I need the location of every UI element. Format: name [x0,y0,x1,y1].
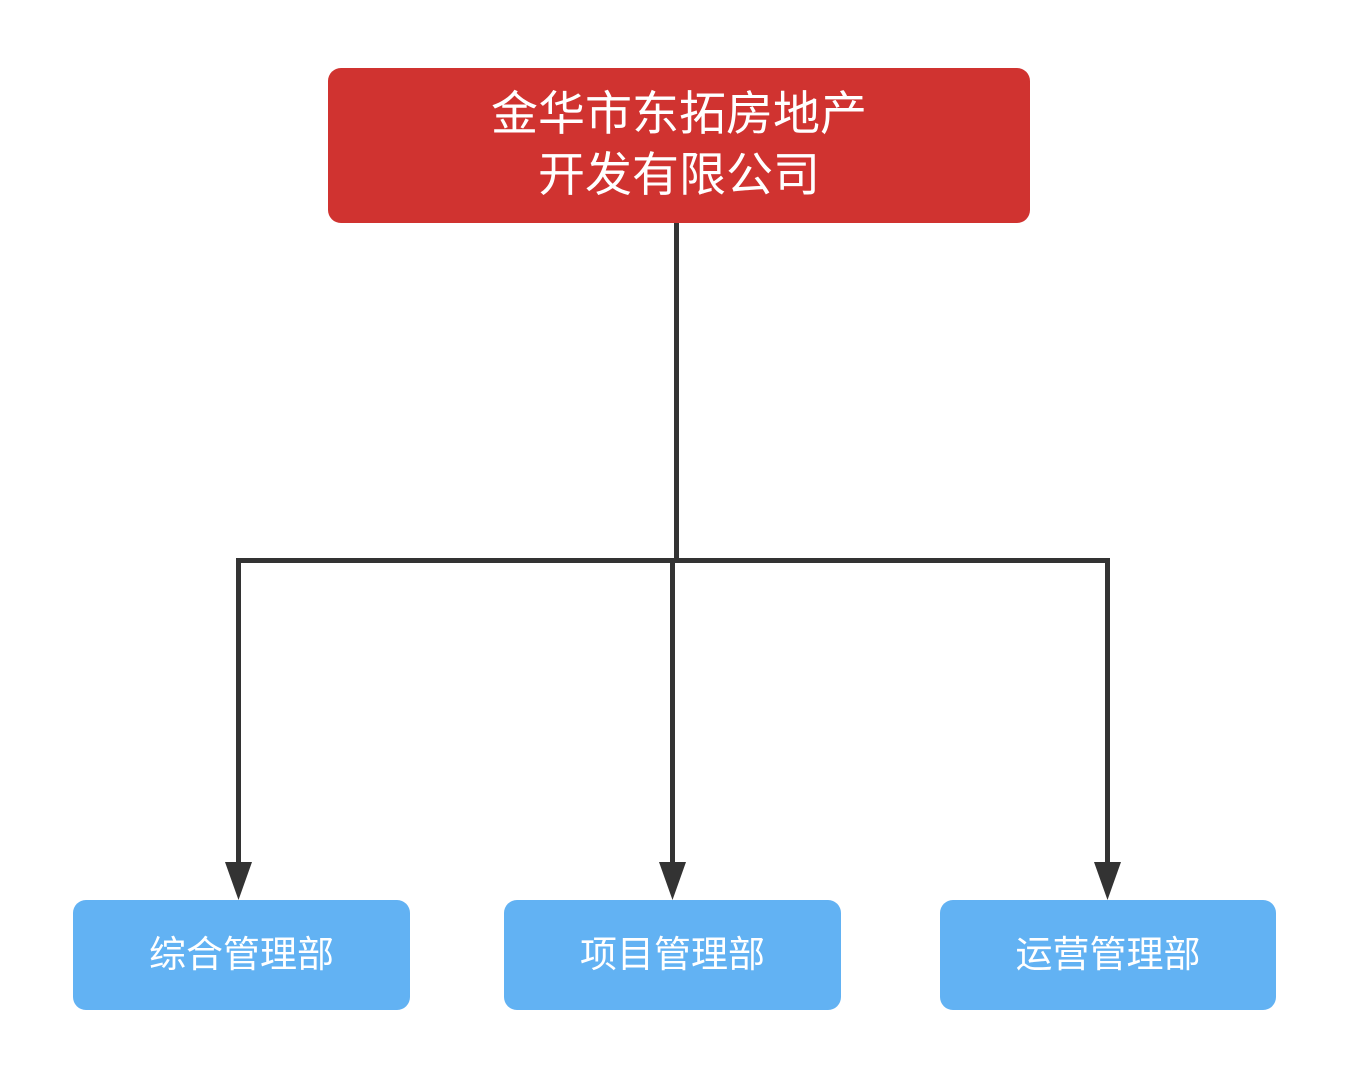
arrowhead-dept-1 [659,862,686,900]
org-node-department-project-management[interactable]: 项目管理部 [504,900,841,1010]
arrowhead-dept-0 [225,862,252,900]
org-node-company-root[interactable]: 金华市东拓房地产 开发有限公司 [328,68,1030,223]
arrowhead-dept-2 [1094,862,1121,900]
org-node-department-general-management[interactable]: 综合管理部 [73,900,410,1010]
org-node-department-operations-management[interactable]: 运营管理部 [940,900,1276,1010]
